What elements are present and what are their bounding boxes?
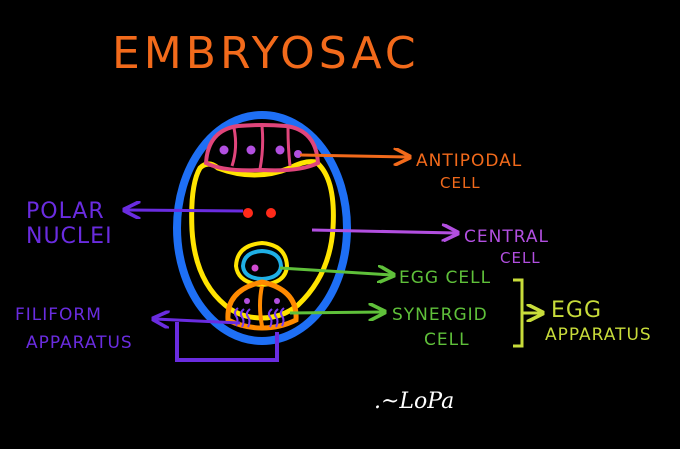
label-central: CENTRAL: [464, 227, 549, 247]
central-arrow: [311, 230, 456, 233]
label-filiform-apparatus: APPARATUS: [26, 333, 133, 353]
signature: .~LoPa: [374, 389, 454, 414]
polar-arrow: [126, 210, 244, 211]
synergid-nucleus: [274, 298, 280, 304]
label-central-cell: CELL: [500, 249, 541, 267]
label-polar-nuclei: NUCLEI: [26, 224, 113, 249]
embryo-sac-wall: [173, 111, 351, 345]
filiform-apparatus: [233, 307, 285, 328]
antipodal-cells: [203, 123, 321, 173]
synergid-cells: [225, 279, 299, 331]
central-cell-outline: [189, 159, 336, 321]
label-egg-apparatus: EGG: [551, 298, 602, 323]
synergid-arrow: [289, 312, 383, 313]
label-synergid: SYNERGID: [392, 305, 488, 325]
egg-arrow: [279, 268, 392, 275]
label-egg-apparatus-2: APPARATUS: [545, 325, 652, 345]
filiform-bracket: [175, 322, 279, 362]
diagram-title: EMBRYOSAC: [112, 28, 420, 79]
egg-nucleus: [251, 264, 259, 272]
antipodal-nucleus: [246, 145, 256, 155]
label-polar: POLAR: [26, 199, 105, 224]
label-egg-cell: EGG CELL: [399, 268, 491, 288]
polar-nucleus: [243, 208, 253, 218]
antipodal-nucleus: [275, 145, 285, 155]
synergid-nucleus: [244, 298, 250, 304]
antipodal-arrow: [299, 155, 408, 157]
label-filiform: FILIFORM: [15, 305, 102, 325]
label-antipodal: ANTIPODAL: [416, 151, 522, 171]
filiform-arrow: [155, 319, 241, 323]
antipodal-nucleus: [219, 145, 229, 155]
egg-cell: [233, 240, 290, 288]
polar-nucleus: [266, 208, 276, 218]
label-synergid-cell: CELL: [424, 330, 470, 350]
label-antipodal-cell: CELL: [440, 174, 481, 192]
